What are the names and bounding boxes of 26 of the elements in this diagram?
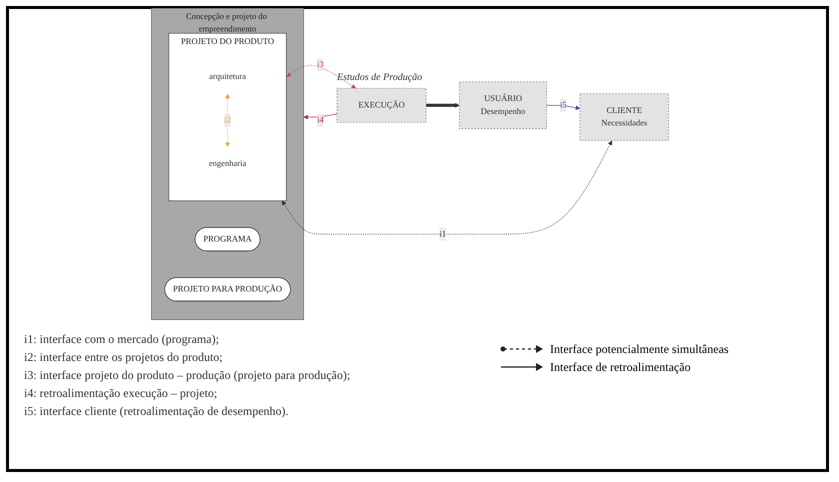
arrow	[303, 114, 338, 120]
legend-text: Interface de retroalimentação	[550, 360, 691, 374]
node-box	[336, 88, 426, 123]
legend-text: Interface potencialmente simultâneas	[550, 342, 729, 356]
arrow	[282, 140, 612, 234]
edge-label: i5	[560, 100, 567, 110]
edge-label: i4	[317, 115, 324, 125]
arrow	[546, 105, 580, 110]
node-text: arquitetura	[209, 72, 246, 82]
arrow	[426, 102, 460, 108]
footnote: i2: interface entre os projetos do produto;	[24, 349, 224, 366]
arrow	[286, 65, 356, 88]
cluster	[151, 8, 304, 320]
footnote: i1: interface com o mercado (programa);	[24, 331, 220, 348]
cluster	[168, 33, 287, 202]
side-caption: Estudos de Produção	[336, 72, 422, 84]
node-box	[459, 82, 547, 130]
footnote: i5: interface cliente (retroalimentação de desempenho).	[24, 403, 290, 420]
edge-label: i1	[439, 229, 446, 238]
edge-label: i3	[317, 60, 324, 70]
node-text: engenharia	[208, 158, 246, 168]
edge-label: i2	[224, 115, 231, 125]
node-box	[580, 93, 669, 141]
arrow	[225, 94, 230, 147]
footnote: i3: interface projeto do produto – produção (projeto para produção);	[24, 367, 352, 384]
footnote: i4: retroalimentação execução – projeto;	[24, 385, 218, 402]
